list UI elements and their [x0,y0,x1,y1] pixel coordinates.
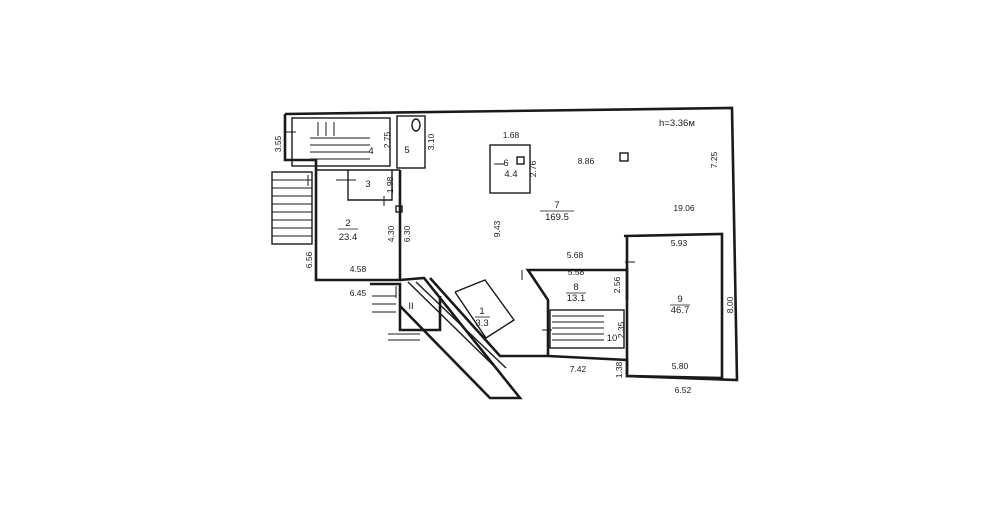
dim-3-10: 3.10 [426,133,436,150]
dimensions: 3.55 2.75 3.10 1.68 2.76 8.86 7.25 1.98 … [273,130,735,395]
stair-4-box [291,117,391,167]
stair-4-steps [310,122,370,160]
dim-1-38: 1.38 [614,361,624,378]
dim-5-58: 5.58 [568,267,585,277]
diagonal-wing-east [429,277,548,358]
room-6-box [489,144,531,194]
column-marker [619,152,629,162]
fixtures [395,118,629,213]
column-marker-2 [516,156,525,165]
room-1-wall [454,279,516,339]
dim-1-68: 1.68 [503,130,520,140]
dim-5-93: 5.93 [671,238,688,248]
diagonal-wing-west [399,276,523,400]
stair-10-steps [552,315,604,341]
room-9-area: 46.7 [671,305,690,316]
corridor-ii-steps [372,295,420,341]
ceiling-height: h=3.36м [659,118,695,129]
room-9-wall [623,232,724,380]
dim-3-55: 3.55 [273,135,283,152]
room-2-number: 2 [345,218,350,229]
corridor-ii-wall [370,282,442,332]
dim-7-42: 7.42 [570,364,587,374]
outer-wall-north-east [284,106,739,382]
corridor-ii-number: II [408,301,413,312]
room-labels: 6 4.4 7 169.5 2 23.4 3 4 5 8 13.1 9 46.7… [338,118,695,344]
room-1-number: 1 [479,306,484,317]
dim-6-45: 6.45 [350,288,367,298]
room-10-number: 10 [607,333,618,344]
dim-4-58: 4.58 [350,264,367,274]
room-5-number: 5 [404,145,409,156]
dim-2-76: 2.76 [528,160,538,177]
room-3-number: 3 [365,179,370,190]
stairs [271,122,604,373]
walls [283,106,739,400]
room-7-area: 169.5 [545,212,569,223]
room-9-number: 9 [677,294,682,305]
dim-7-25: 7.25 [709,151,719,168]
room-5-box [396,115,426,169]
room-8-number: 8 [573,282,578,293]
room-10-box [549,309,625,349]
dim-2-35: 2.35 [616,321,626,338]
dim-5-80: 5.80 [672,361,689,371]
column-marker-3 [395,205,403,213]
dim-1-98: 1.98 [385,176,395,193]
dim-8-86: 8.86 [578,156,595,166]
dim-5-68: 5.68 [567,250,584,260]
room-3-wall [347,170,393,201]
room-8-area: 13.1 [567,293,586,304]
west-stair [271,171,313,245]
dim-6-52: 6.52 [675,385,692,395]
dim-2-75: 2.75 [382,131,392,148]
room-4-number: 4 [368,146,373,157]
outer-wall-west-upper [283,114,318,170]
dim-8-00: 8.00 [725,296,735,313]
door-ticks [284,131,635,331]
dim-9-43: 9.43 [492,220,502,237]
dim-4-30: 4.30 [386,225,396,242]
room-6-number: 6 [503,158,508,169]
dim-6-30: 6.30 [402,225,412,242]
dim-6-56: 6.56 [304,251,314,268]
room-6-area: 4.4 [504,169,517,180]
dim-2-56: 2.56 [612,276,622,293]
room-1-area: 3.3 [475,318,488,329]
dim-19-06: 19.06 [673,203,695,213]
outer-wall-room-2 [314,170,402,282]
room-7-number: 7 [554,200,559,211]
room-2-area: 23.4 [339,232,358,243]
diagonal-wall-lines [407,281,507,373]
toilet-icon [411,118,421,132]
